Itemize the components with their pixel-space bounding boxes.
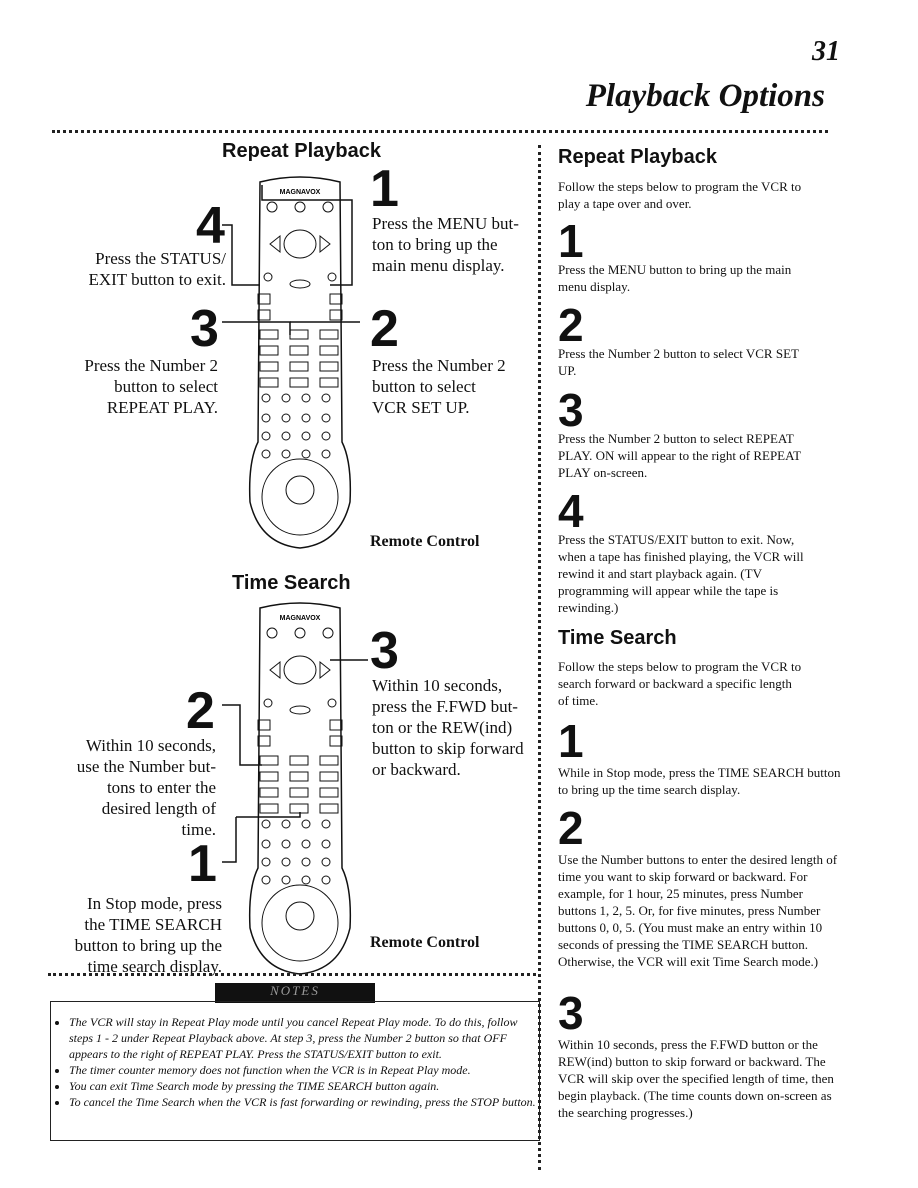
right-time-step-1-number: 1 [558, 715, 584, 767]
time-callout-1-number: 1 [188, 835, 217, 893]
right-repeat-step-1-number: 1 [558, 215, 584, 267]
repeat-callout-1-number: 1 [370, 160, 399, 218]
right-repeat-heading: Repeat Playback [558, 146, 717, 168]
right-repeat-step-4-number: 4 [558, 485, 584, 537]
right-time-step-1-text: While in Stop mode, press the TIME SEARC… [558, 765, 841, 797]
repeat-callout-4-number: 4 [196, 197, 225, 255]
repeat-callout-2-number: 2 [370, 300, 399, 358]
left-time-heading: Time Search [232, 572, 351, 594]
right-repeat-step-3-text: Press the Number 2 button to select REPE… [558, 431, 801, 480]
page-title: Playback Options [585, 78, 825, 114]
right-repeat-step-2-number: 2 [558, 299, 584, 351]
remote-control-illustration-repeat: MAGNAVOX [248, 176, 352, 549]
right-time-step-3-text: Within 10 seconds, press the F.FWD butto… [558, 1037, 834, 1120]
notes-divider [48, 973, 536, 976]
remote-brand-label-2: MAGNAVOX [280, 615, 321, 622]
remote-brand-label: MAGNAVOX [280, 189, 321, 196]
repeat-callout-3-text: Press the Number 2 button to select REPE… [84, 356, 218, 417]
repeat-callout-1-text: Press the MENU but- ton to bring up the … [372, 214, 519, 275]
right-repeat-step-4-text: Press the STATUS/EXIT button to exit. No… [558, 532, 804, 615]
repeat-callout-3-number: 3 [190, 300, 219, 358]
notes-box: The VCR will stay in Repeat Play mode un… [50, 1001, 540, 1141]
right-time-step-3-number: 3 [558, 987, 584, 1039]
note-item: The timer counter memory does not functi… [69, 1062, 539, 1078]
remote-control-illustration-time: MAGNAVOX [248, 602, 352, 975]
time-callout-lines [222, 659, 368, 863]
note-item: You can exit Time Search mode by pressin… [69, 1078, 539, 1094]
right-time-step-2-text: Use the Number buttons to enter the desi… [558, 852, 838, 969]
left-repeat-heading: Repeat Playback [222, 140, 381, 162]
repeat-remote-label: Remote Control [370, 533, 480, 550]
notes-band: NOTES [215, 983, 375, 1003]
right-repeat-step-2-text: Press the Number 2 button to select VCR … [558, 346, 799, 378]
time-callout-2-number: 2 [186, 682, 215, 740]
repeat-callout-lines [222, 185, 360, 335]
time-remote-label: Remote Control [370, 934, 480, 951]
right-time-step-2-number: 2 [558, 802, 584, 854]
repeat-callout-2-text: Press the Number 2 button to select VCR … [372, 356, 506, 417]
right-time-intro: Follow the steps below to program the VC… [558, 659, 802, 708]
page-number: 31 [812, 36, 840, 67]
header-divider [52, 130, 828, 133]
time-callout-3-text: Within 10 seconds, press the F.FWD but- … [372, 676, 524, 779]
right-repeat-step-3-number: 3 [558, 384, 584, 436]
note-item: The VCR will stay in Repeat Play mode un… [69, 1014, 539, 1062]
right-repeat-intro: Follow the steps below to program the VC… [558, 179, 802, 211]
time-callout-1-text: In Stop mode, press the TIME SEARCH butt… [74, 894, 222, 976]
right-time-heading: Time Search [558, 627, 677, 649]
right-repeat-step-1-text: Press the MENU button to bring up the ma… [558, 262, 792, 294]
time-callout-2-text: Within 10 seconds, use the Number but- t… [76, 736, 216, 839]
repeat-callout-4-text: Press the STATUS/ EXIT button to exit. [88, 249, 226, 289]
note-item: To cancel the Time Search when the VCR i… [69, 1094, 539, 1110]
column-divider [538, 145, 541, 1170]
time-callout-3-number: 3 [370, 622, 399, 680]
